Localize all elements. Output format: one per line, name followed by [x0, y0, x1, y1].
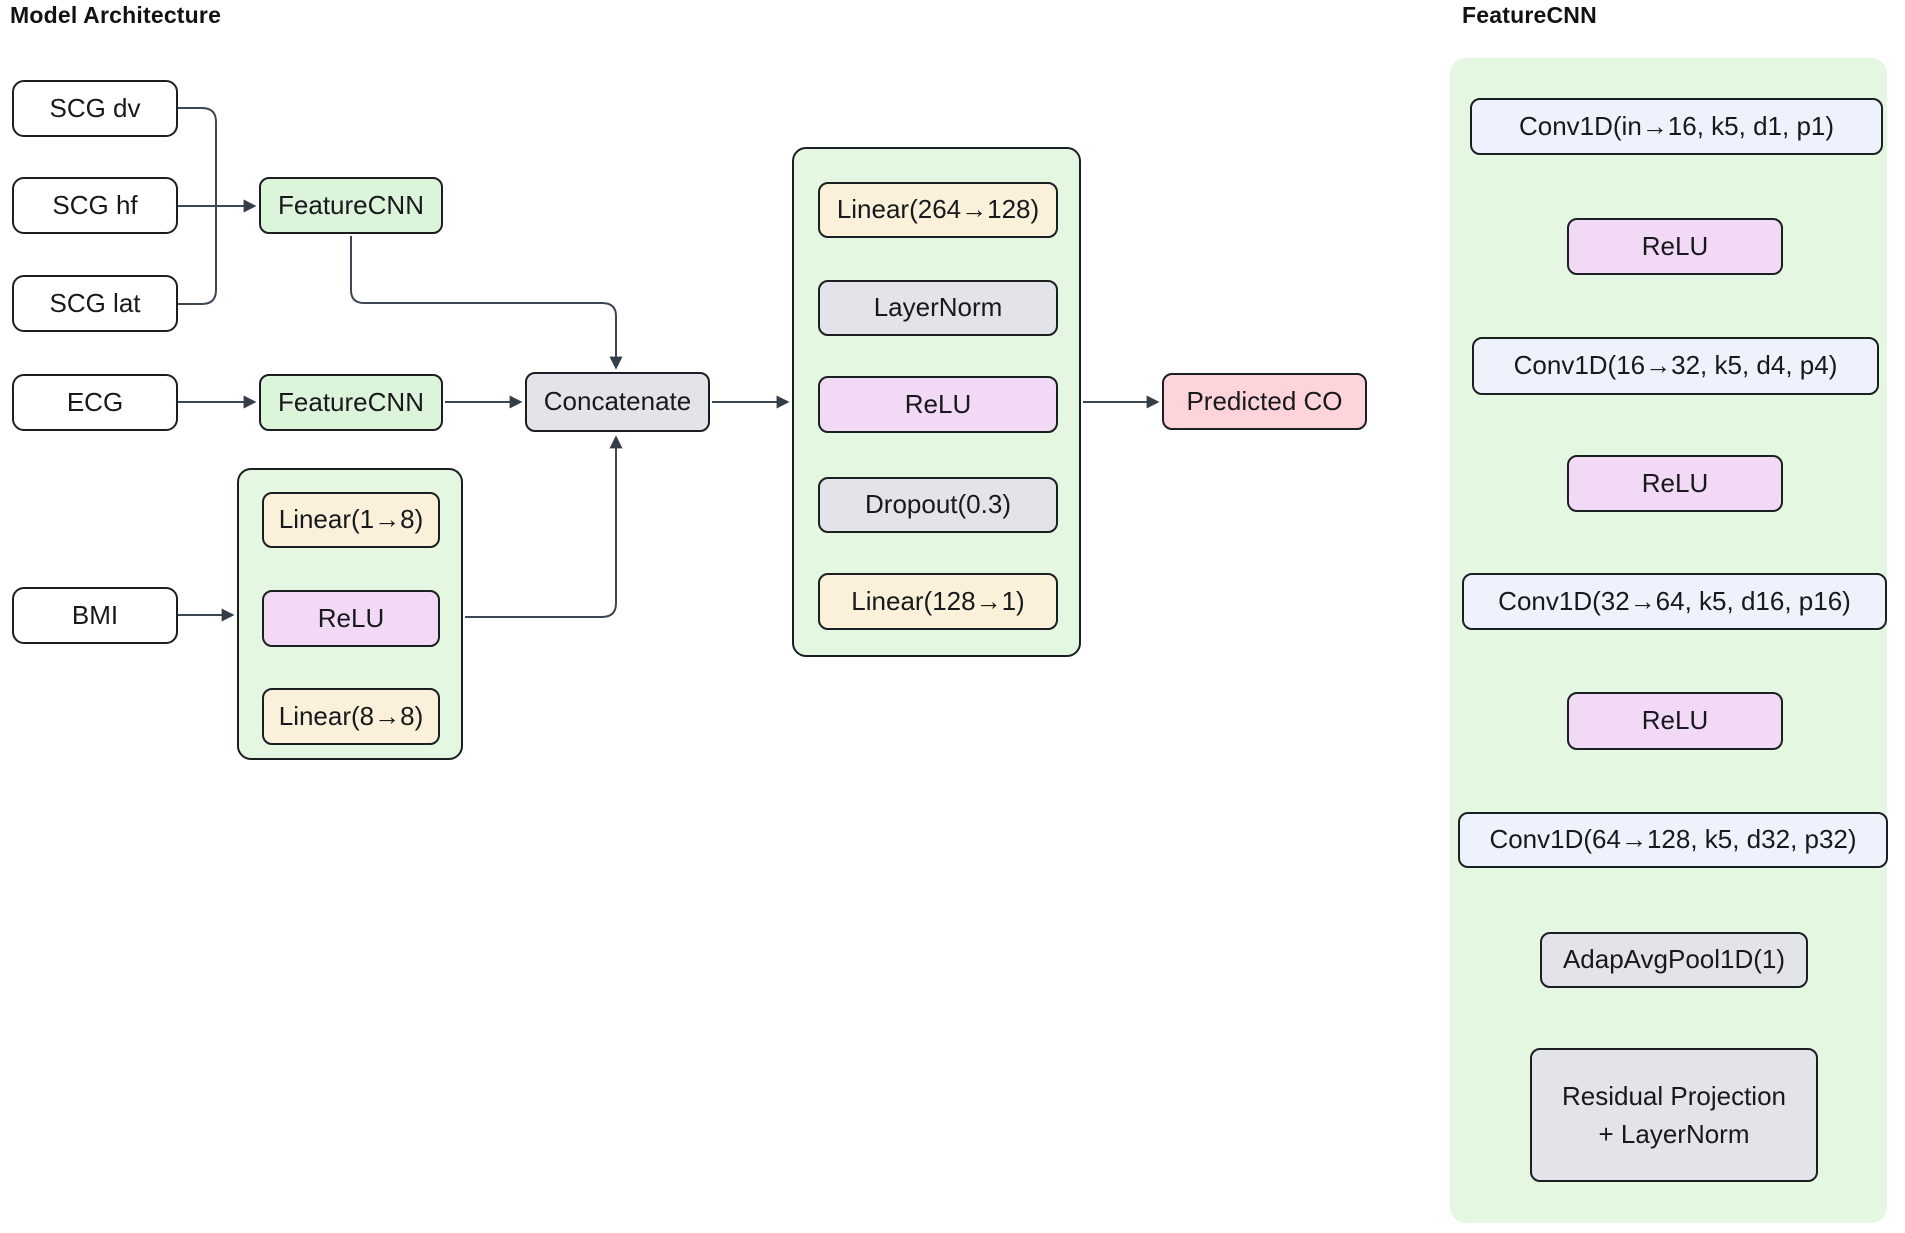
scg-featurecnn-node: FeatureCNN — [259, 177, 443, 234]
bmi-linear1-label: Linear(1→8) — [278, 504, 424, 535]
head-linear2-label: Linear(128→1) — [851, 585, 1025, 616]
detail-relu2-label: ReLU — [1641, 467, 1709, 498]
head-relu-label: ReLU — [904, 388, 972, 419]
input-bmi-label: BMI — [71, 599, 119, 630]
detail-conv2-node: Conv1D(16→32, k5, d4, p4) — [1472, 337, 1879, 395]
detail-pool-node: AdapAvgPool1D(1) — [1540, 932, 1808, 988]
edge-scg-cnn-to-concat — [350, 236, 623, 370]
ecg-featurecnn-label: FeatureCNN — [278, 386, 424, 417]
predicted-co-node: Predicted CO — [1162, 373, 1367, 430]
head-relu-node: ReLU — [818, 376, 1058, 433]
bmi-linear2-label: Linear(8→8) — [278, 700, 424, 731]
featurecnn-panel-title: FeatureCNN — [1462, 2, 1597, 28]
detail-residual-label-line1: Residual Projection — [1561, 1081, 1786, 1111]
edge-scg-dv-merge — [178, 107, 217, 206]
input-scg-hf: SCG hf — [12, 177, 178, 234]
predicted-co-label: Predicted CO — [1186, 385, 1343, 416]
detail-conv1-node: Conv1D(in→16, k5, d1, p1) — [1470, 98, 1883, 155]
detail-residual-node: Residual Projection + LayerNorm — [1530, 1048, 1818, 1182]
bmi-linear2-node: Linear(8→8) — [262, 688, 440, 745]
edge-mlp-to-concat — [465, 435, 623, 618]
input-bmi: BMI — [12, 587, 178, 644]
head-layernorm-label: LayerNorm — [873, 292, 1003, 323]
head-linear1-node: Linear(264→128) — [818, 182, 1058, 238]
detail-relu1-label: ReLU — [1641, 230, 1709, 261]
bmi-relu-label: ReLU — [317, 602, 385, 633]
bmi-linear1-node: Linear(1→8) — [262, 492, 440, 548]
detail-relu3-node: ReLU — [1567, 692, 1783, 750]
input-scg-lat: SCG lat — [12, 275, 178, 332]
detail-conv4-node: Conv1D(64→128, k5, d32, p32) — [1458, 812, 1888, 868]
detail-pool-label: AdapAvgPool1D(1) — [1562, 944, 1786, 975]
head-dropout-label: Dropout(0.3) — [865, 489, 1011, 520]
main-diagram-title: Model Architecture — [10, 2, 222, 28]
detail-residual-label-line2: + LayerNorm — [1598, 1119, 1750, 1149]
input-ecg: ECG — [12, 374, 178, 431]
bmi-relu-node: ReLU — [262, 590, 440, 647]
head-layernorm-node: LayerNorm — [818, 280, 1058, 336]
head-linear1-label: Linear(264→128) — [836, 194, 1040, 225]
ecg-featurecnn-node: FeatureCNN — [259, 374, 443, 431]
scg-featurecnn-label: FeatureCNN — [278, 189, 424, 220]
input-scg-dv: SCG dv — [12, 80, 178, 137]
detail-conv3-node: Conv1D(32→64, k5, d16, p16) — [1462, 573, 1887, 630]
detail-relu2-node: ReLU — [1567, 455, 1783, 512]
detail-relu3-label: ReLU — [1641, 705, 1709, 736]
detail-conv3-label: Conv1D(32→64, k5, d16, p16) — [1498, 585, 1851, 616]
detail-conv2-label: Conv1D(16→32, k5, d4, p4) — [1513, 350, 1838, 381]
detail-conv4-label: Conv1D(64→128, k5, d32, p32) — [1489, 824, 1857, 855]
input-scg-dv-label: SCG dv — [49, 92, 141, 123]
head-dropout-node: Dropout(0.3) — [818, 477, 1058, 533]
concatenate-node: Concatenate — [525, 372, 710, 432]
detail-relu1-node: ReLU — [1567, 218, 1783, 275]
edge-scg-lat-merge — [178, 206, 217, 305]
head-linear2-node: Linear(128→1) — [818, 573, 1058, 630]
input-scg-lat-label: SCG lat — [49, 287, 141, 318]
input-scg-hf-label: SCG hf — [52, 189, 138, 220]
input-ecg-label: ECG — [66, 386, 124, 417]
concatenate-label: Concatenate — [543, 386, 692, 417]
detail-conv1-label: Conv1D(in→16, k5, d1, p1) — [1518, 110, 1835, 141]
